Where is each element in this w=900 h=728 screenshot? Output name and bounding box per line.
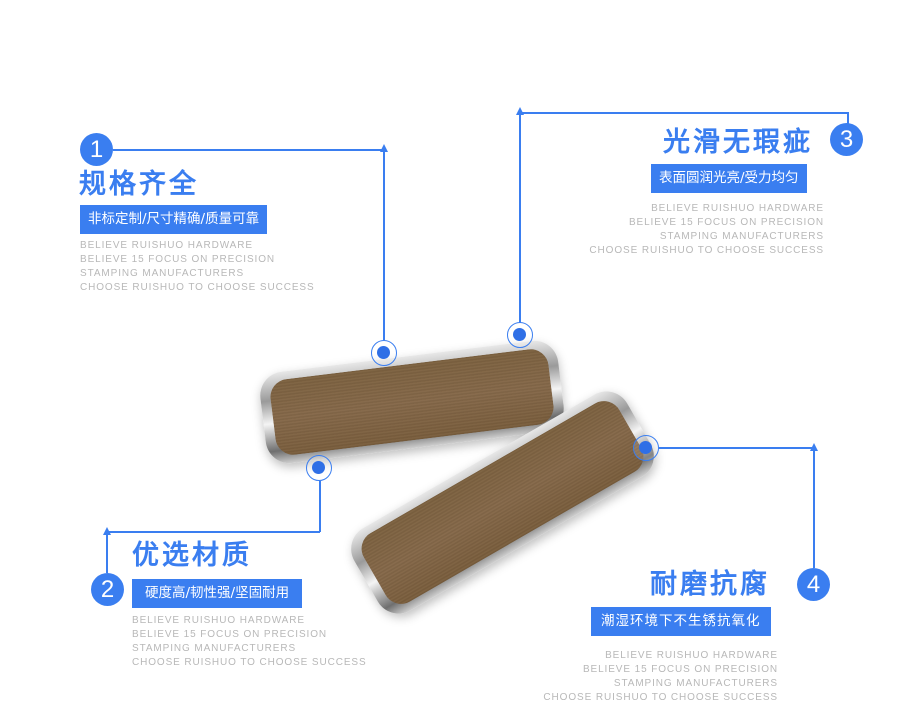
connector-line-4-v [813,447,815,568]
feature-title-4: 耐磨抗腐 [650,569,770,600]
number-badge-4: 4 [797,568,830,601]
feature-english-4: BELIEVE RUISHUO HARDWARE BELIEVE 15 FOCU… [543,650,778,703]
hotspot-dot-3 [507,322,533,348]
connector-line-3-v [519,112,521,323]
connector-line-2-v [319,481,321,532]
connector-line-2-h [106,531,320,533]
feature-english-3: BELIEVE RUISHUO HARDWARE BELIEVE 15 FOCU… [589,203,824,256]
connector-line-1-h [113,149,384,151]
feature-subtitle-1: 非标定制/尺寸精确/质量可靠 [80,205,268,234]
number-badge-2: 2 [91,573,124,606]
feature-subtitle-3: 表面圆润光亮/受力均匀 [651,164,807,193]
hotspot-dot-1 [371,340,397,366]
feature-subtitle-2: 硬度高/韧性强/坚固耐用 [132,579,303,608]
hotspot-dot-4 [633,435,659,461]
feature-english-1: BELIEVE RUISHUO HARDWARE BELIEVE 15 FOCU… [80,240,315,293]
arrow-up-icon [103,527,111,535]
hotspot-dot-2 [306,455,332,481]
feature-title-3: 光滑无瑕疵 [663,127,813,158]
number-badge-1: 1 [80,133,113,166]
arrow-up-icon [380,144,388,152]
number-badge-3: 3 [830,123,863,156]
connector-line-4-h [659,447,814,449]
arrow-up-icon [516,107,524,115]
connector-line-3-v2 [847,112,849,124]
connector-line-2-v2 [106,531,108,573]
arrow-up-icon [810,443,818,451]
feature-title-2: 优选材质 [132,540,252,571]
connector-line-3-h [520,112,848,114]
feature-english-2: BELIEVE RUISHUO HARDWARE BELIEVE 15 FOCU… [132,615,367,668]
feature-subtitle-4: 潮湿环境下不生锈抗氧化 [591,607,771,636]
connector-line-1-v [383,150,385,340]
feature-title-1: 规格齐全 [79,169,199,200]
